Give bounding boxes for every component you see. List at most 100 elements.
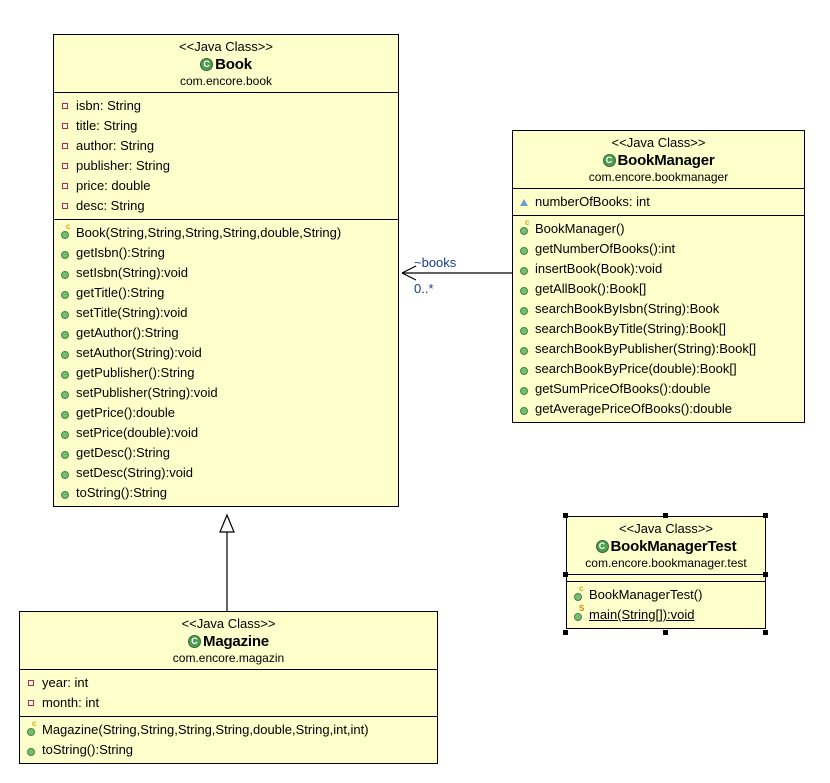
public-constructor-icon — [25, 720, 39, 737]
method-label: searchBookByPrice(double):Book[] — [535, 361, 737, 376]
method-label: getIsbn():String — [76, 245, 165, 260]
class-header-bookmanager: <<Java Class>> BookManager com.encore.bo… — [513, 131, 804, 189]
attributes-compartment-magazine: year: int month: int — [20, 670, 437, 716]
public-method-icon — [518, 402, 532, 416]
attribute-row[interactable]: year: int — [25, 673, 434, 693]
method-row[interactable]: toString():String — [59, 483, 395, 503]
method-row[interactable]: setTitle(String):void — [59, 303, 395, 323]
method-label: toString():String — [42, 742, 134, 757]
class-name-row: BookManager — [517, 151, 800, 170]
method-label: setPublisher(String):void — [76, 385, 218, 400]
method-row[interactable]: getIsbn():String — [59, 243, 395, 263]
methods-compartment-bookmanager: BookManager() getNumberOfBooks():int ins… — [513, 215, 804, 422]
method-row[interactable]: getAuthor():String — [59, 323, 395, 343]
uml-class-bookmanagertest[interactable]: <<Java Class>> BookManagerTest com.encor… — [566, 516, 766, 629]
attribute-label: desc: String — [76, 198, 145, 213]
method-row[interactable]: getSumPriceOfBooks():double — [518, 379, 801, 399]
public-constructor-icon — [572, 585, 586, 602]
method-row[interactable]: getAllBook():Book[] — [518, 279, 801, 299]
method-row[interactable]: searchBookByTitle(String):Book[] — [518, 319, 801, 339]
public-method-icon — [59, 466, 73, 480]
attribute-row[interactable]: isbn: String — [59, 96, 395, 116]
method-row[interactable]: main(String[]):void — [572, 605, 762, 625]
method-row[interactable]: setPrice(double):void — [59, 423, 395, 443]
method-row[interactable]: getPrice():double — [59, 403, 395, 423]
method-row[interactable]: searchBookByPublisher(String):Book[] — [518, 339, 801, 359]
public-method-icon — [518, 262, 532, 276]
method-row[interactable]: setPublisher(String):void — [59, 383, 395, 403]
method-row[interactable]: setDesc(String):void — [59, 463, 395, 483]
selection-handle-middle-right[interactable] — [763, 572, 768, 577]
attribute-row[interactable]: author: String — [59, 136, 395, 156]
public-method-icon — [59, 266, 73, 280]
methods-compartment-bookmanagertest: BookManagerTest() main(String[]):void — [567, 581, 765, 628]
method-row[interactable]: getAveragePriceOfBooks():double — [518, 399, 801, 419]
uml-class-book[interactable]: <<Java Class>> Book com.encore.book isbn… — [53, 34, 399, 507]
class-name: BookManagerTest — [610, 538, 737, 555]
stereotype-label: <<Java Class>> — [611, 135, 706, 150]
method-label: getSumPriceOfBooks():double — [535, 381, 711, 396]
attribute-row[interactable]: price: double — [59, 176, 395, 196]
method-row[interactable]: Magazine(String,String,String,String,dou… — [25, 720, 434, 740]
association-connector-books[interactable] — [401, 265, 512, 281]
selection-handle-top-left[interactable] — [563, 513, 568, 518]
method-row[interactable]: BookManager() — [518, 219, 801, 239]
selection-handle-top-right[interactable] — [763, 513, 768, 518]
public-method-icon — [518, 342, 532, 356]
java-class-icon — [595, 540, 609, 553]
attribute-row[interactable]: title: String — [59, 116, 395, 136]
method-row[interactable]: searchBookByIsbn(String):Book — [518, 299, 801, 319]
public-method-icon — [59, 406, 73, 420]
method-label: setAuthor(String):void — [76, 345, 202, 360]
class-header-book: <<Java Class>> Book com.encore.book — [54, 35, 398, 93]
public-method-icon — [59, 286, 73, 300]
uml-class-bookmanager[interactable]: <<Java Class>> BookManager com.encore.bo… — [512, 130, 805, 423]
attribute-label: month: int — [42, 695, 100, 710]
method-label: Book(String,String,String,String,double,… — [76, 225, 342, 240]
method-row[interactable]: setAuthor(String):void — [59, 343, 395, 363]
class-name: Magazine — [203, 633, 269, 650]
method-row[interactable]: toString():String — [25, 740, 434, 760]
selection-handle-top-center[interactable] — [663, 513, 668, 518]
class-header-bookmanagertest: <<Java Class>> BookManagerTest com.encor… — [567, 517, 765, 575]
attributes-compartment-bookmanager: numberOfBooks: int — [513, 189, 804, 215]
public-method-icon — [59, 306, 73, 320]
public-method-icon — [59, 326, 73, 340]
package-label: com.encore.magazin — [172, 651, 285, 665]
method-label: setPrice(double):void — [76, 425, 199, 440]
method-row[interactable]: searchBookByPrice(double):Book[] — [518, 359, 801, 379]
method-row[interactable]: BookManagerTest() — [572, 585, 762, 605]
method-row[interactable]: insertBook(Book):void — [518, 259, 801, 279]
public-method-icon — [59, 366, 73, 380]
public-constructor-icon — [518, 219, 532, 236]
generalization-connector-magazine-book[interactable] — [219, 513, 235, 611]
uml-class-magazine[interactable]: <<Java Class>> Magazine com.encore.magaz… — [19, 611, 438, 764]
public-method-icon — [518, 242, 532, 256]
selection-handle-bottom-left[interactable] — [563, 630, 568, 635]
method-label: getAuthor():String — [76, 325, 179, 340]
method-row[interactable]: getDesc():String — [59, 443, 395, 463]
stereotype-label: <<Java Class>> — [619, 521, 713, 536]
method-label: searchBookByTitle(String):Book[] — [535, 321, 726, 336]
class-name-row: Magazine — [24, 632, 433, 651]
methods-compartment-magazine: Magazine(String,String,String,String,dou… — [20, 716, 437, 763]
selection-handle-bottom-center[interactable] — [663, 630, 668, 635]
method-row[interactable]: getPublisher():String — [59, 363, 395, 383]
attribute-row[interactable]: numberOfBooks: int — [518, 192, 801, 212]
class-name: BookManager — [617, 152, 715, 169]
method-row[interactable]: getNumberOfBooks():int — [518, 239, 801, 259]
attribute-row[interactable]: desc: String — [59, 196, 395, 216]
method-row[interactable]: setIsbn(String):void — [59, 263, 395, 283]
public-method-icon — [59, 446, 73, 460]
stereotype-label: <<Java Class>> — [181, 616, 276, 631]
attribute-row[interactable]: month: int — [25, 693, 434, 713]
method-row[interactable]: Book(String,String,String,String,double,… — [59, 223, 395, 243]
method-label: setIsbn(String):void — [76, 265, 188, 280]
selection-handle-bottom-right[interactable] — [763, 630, 768, 635]
method-row[interactable]: getTitle():String — [59, 283, 395, 303]
private-field-icon — [59, 119, 73, 133]
stereotype-label: <<Java Class>> — [179, 39, 273, 54]
attribute-row[interactable]: publisher: String — [59, 156, 395, 176]
selection-handle-middle-left[interactable] — [563, 572, 568, 577]
attributes-compartment-book: isbn: String title: String author: Strin… — [54, 93, 398, 219]
